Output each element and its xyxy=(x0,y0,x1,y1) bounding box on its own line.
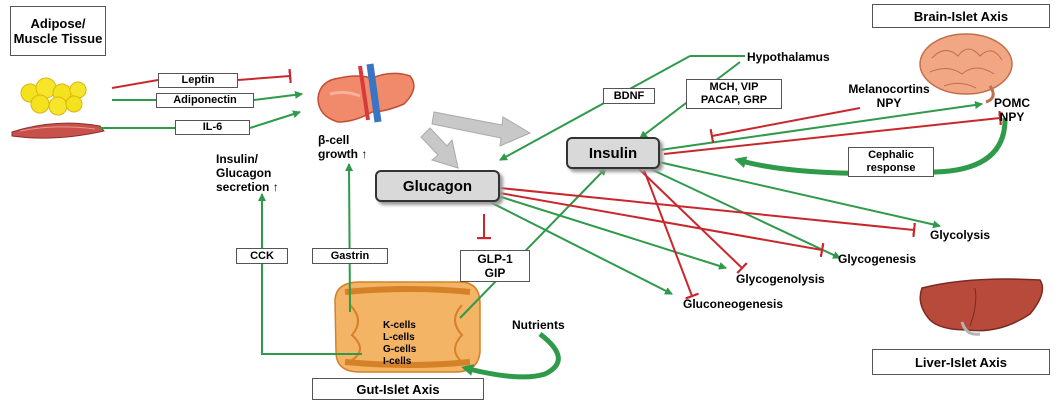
gut-islet-axis-label: Gut-Islet Axis xyxy=(356,382,439,397)
adipose-tissue-label: Adipose/ Muscle Tissue xyxy=(11,16,105,46)
l-cells-label: L-cells xyxy=(383,332,416,344)
bdnf-tag: BDNF xyxy=(603,88,655,104)
il6-label: IL-6 xyxy=(203,121,223,134)
gastrin-label: Gastrin xyxy=(331,250,370,263)
i-cells-label: I-cells xyxy=(383,356,416,368)
gastrin-tag: Gastrin xyxy=(312,248,388,264)
mch-vip-line2: PACAP, GRP xyxy=(701,94,767,107)
melanocortins-label: Melanocortins NPY xyxy=(834,82,944,110)
secretion-line2: Glucagon xyxy=(216,166,279,180)
secretion-line1: Insulin/ xyxy=(216,152,279,166)
adipose-tissue-box: Adipose/ Muscle Tissue xyxy=(10,6,106,56)
beta-cell-line2: growth ↑ xyxy=(318,147,367,161)
k-cells-label: K-cells xyxy=(383,320,416,332)
beta-cell-line1: β-cell xyxy=(318,133,367,147)
cck-label: CCK xyxy=(250,250,274,263)
melanocortins-line1: Melanocortins xyxy=(834,82,944,96)
pomc-line1: POMC xyxy=(986,96,1038,110)
gut-islet-axis-box: Gut-Islet Axis xyxy=(312,378,484,400)
cck-tag: CCK xyxy=(236,248,288,264)
cephalic-line1: Cephalic xyxy=(868,149,914,162)
insulin-label: Insulin xyxy=(589,145,637,162)
grey-arrow-to-glucagon xyxy=(421,128,458,168)
liver-islet-axis-box: Liver-Islet Axis xyxy=(872,349,1050,375)
pomc-npy-label: POMC NPY xyxy=(986,96,1038,124)
liver-illustration xyxy=(920,279,1042,334)
cephalic-line2: response xyxy=(867,162,916,175)
glucagon-hub: Glucagon xyxy=(375,170,500,202)
glycolysis-label: Glycolysis xyxy=(930,228,990,242)
mch-vip-tag: MCH, VIP PACAP, GRP xyxy=(686,79,782,109)
fat-cells-illustration xyxy=(21,78,86,115)
glycogenesis-label: Glycogenesis xyxy=(838,252,916,266)
pomc-line2: NPY xyxy=(986,110,1038,124)
leptin-label: Leptin xyxy=(182,74,215,87)
liver-islet-axis-label: Liver-Islet Axis xyxy=(915,355,1007,370)
bdnf-label: BDNF xyxy=(614,90,645,103)
glucagon-label: Glucagon xyxy=(403,178,472,195)
g-cells-label: G-cells xyxy=(383,344,416,356)
gluconeogenesis-label: Gluconeogenesis xyxy=(683,297,783,311)
adiponectin-tag: Adiponectin xyxy=(156,93,254,108)
adiponectin-label: Adiponectin xyxy=(173,94,237,107)
glp1-line1: GLP-1 xyxy=(477,252,512,266)
hypothalamus-label: Hypothalamus xyxy=(747,50,830,64)
mch-vip-line1: MCH, VIP xyxy=(710,81,759,94)
muscle-illustration xyxy=(12,123,104,138)
melanocortins-line2: NPY xyxy=(834,96,944,110)
nutrients-label: Nutrients xyxy=(512,318,565,332)
glp1-line2: GIP xyxy=(485,266,506,280)
secretion-label: Insulin/ Glucagon secretion ↑ xyxy=(216,152,279,194)
il6-tag: IL-6 xyxy=(175,120,250,135)
brain-islet-axis-box: Brain-Islet Axis xyxy=(872,4,1050,28)
secretion-line3: secretion ↑ xyxy=(216,180,279,194)
pancreas-illustration xyxy=(318,64,414,122)
cephalic-response-tag: Cephalic response xyxy=(848,147,934,177)
glycogenolysis-label: Glycogenolysis xyxy=(736,272,825,286)
insulin-hub: Insulin xyxy=(566,137,660,169)
leptin-tag: Leptin xyxy=(158,73,238,88)
glp1-gip-tag: GLP-1 GIP xyxy=(460,250,530,282)
gut-cells-list: K-cells L-cells G-cells I-cells xyxy=(383,320,416,368)
beta-cell-growth-label: β-cell growth ↑ xyxy=(318,133,367,161)
brain-islet-axis-label: Brain-Islet Axis xyxy=(914,9,1008,24)
grey-arrow-to-insulin xyxy=(432,112,530,146)
